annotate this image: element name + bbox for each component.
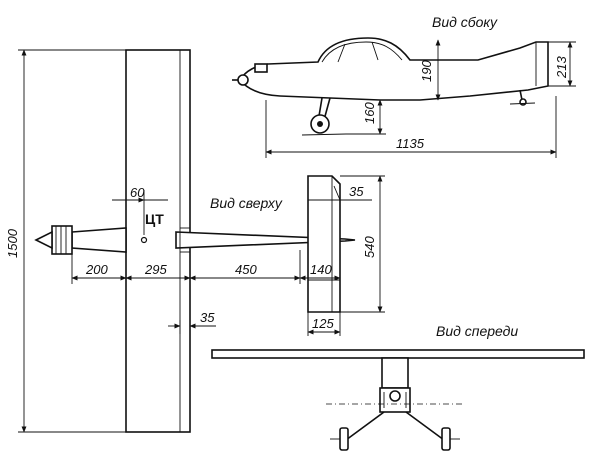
front-wing: [211, 349, 585, 359]
cg-marker: [140, 236, 148, 244]
front-gear: [345, 411, 445, 441]
dim-tail-height: 213: [554, 56, 569, 79]
dim-tail-boom: 450: [235, 262, 257, 277]
side-canopy: [321, 41, 403, 63]
dim-fuselage-height: 190: [419, 60, 434, 82]
dim-stab-chord: 140: [310, 262, 332, 277]
dim-aileron: 35: [200, 310, 215, 325]
side-view-title: Вид сбоку: [432, 14, 498, 30]
dim-stab-tip: 125: [312, 316, 334, 331]
front-view: Вид спереди: [211, 323, 585, 451]
side-view: Вид сбоку 190 213 160: [232, 14, 576, 158]
dim-wing-chord: 295: [144, 262, 167, 277]
dim-stab-offset: 35: [349, 184, 364, 199]
dim-cg-offset: 60: [130, 185, 145, 200]
side-spinner: [237, 74, 249, 86]
front-fuselage: [381, 357, 409, 389]
dim-length: 1135: [396, 136, 425, 151]
front-view-title: Вид спереди: [436, 323, 518, 339]
top-view-title: Вид сверху: [210, 195, 283, 211]
top-fuselage: [71, 227, 127, 253]
cg-label: ЦТ: [145, 211, 164, 227]
top-view: Вид сверху 1500 ЦТ 60: [5, 49, 385, 433]
front-wheel-left: [339, 427, 349, 451]
dim-gear-height: 160: [362, 102, 377, 124]
side-engine: [254, 63, 268, 73]
dim-stab-span: 540: [362, 236, 377, 258]
top-engine: [51, 225, 73, 255]
side-fuselage: [239, 37, 549, 101]
dim-nose-length: 200: [85, 262, 108, 277]
top-stabilizer: [307, 175, 341, 313]
dim-wingspan: 1500: [5, 228, 20, 258]
front-wheel-right: [441, 427, 451, 451]
